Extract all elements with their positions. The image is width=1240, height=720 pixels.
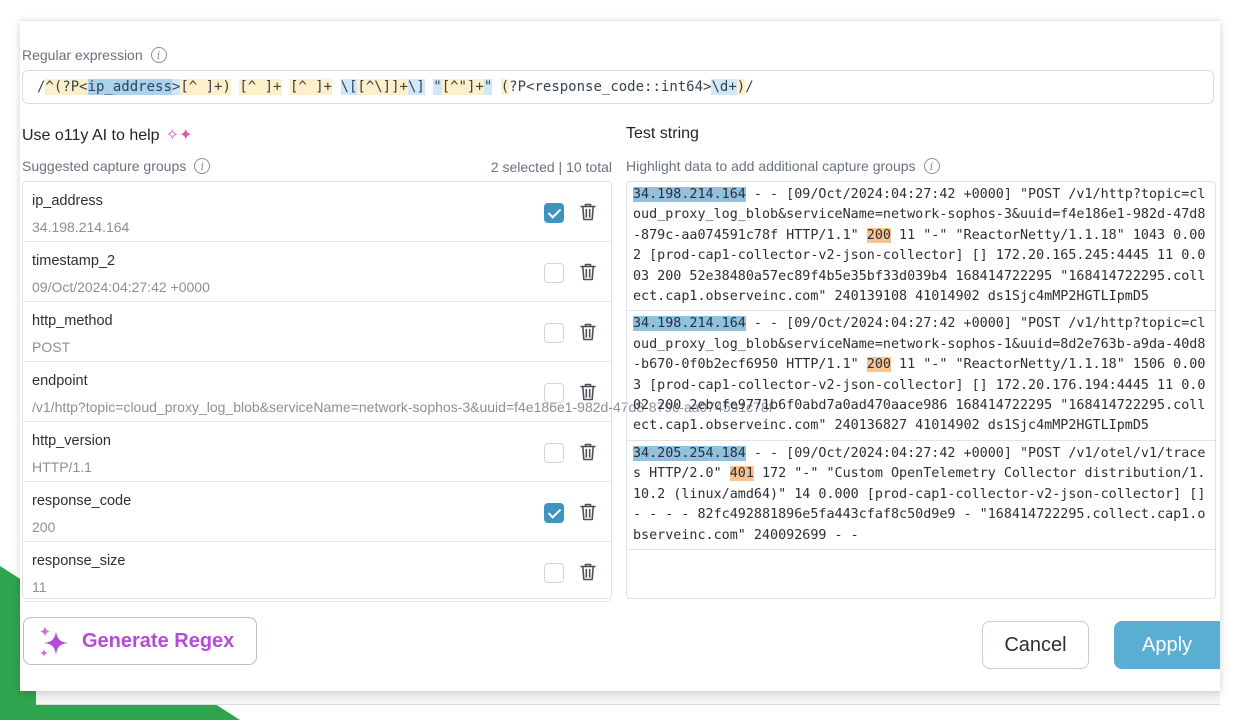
trash-icon[interactable] xyxy=(579,562,597,582)
trash-icon[interactable] xyxy=(579,502,597,522)
capture-group-checkbox[interactable] xyxy=(544,563,564,583)
capture-group-name: response_size xyxy=(32,553,126,569)
trash-icon[interactable] xyxy=(579,262,597,282)
capture-group-name: response_code xyxy=(32,493,132,509)
regex-token: [^"]+ xyxy=(441,79,484,95)
underlying-panel-edge xyxy=(36,690,1220,705)
suggested-groups-label: Suggested capture groups xyxy=(22,158,187,174)
regex-label-row: Regular expression i xyxy=(22,47,167,63)
trash-icon[interactable] xyxy=(579,202,597,222)
response-code-highlight: 401 xyxy=(729,466,754,482)
regex-token xyxy=(282,79,290,95)
capture-group-row[interactable]: timestamp_2 09/Oct/2024:04:27:42 +0000 xyxy=(23,242,611,302)
trash-icon[interactable] xyxy=(579,442,597,462)
capture-group-name: ip_address xyxy=(32,193,103,209)
capture-group-value: /v1/http?topic=cloud_proxy_log_blob&serv… xyxy=(32,399,773,415)
regex-extract-dialog: Regular expression i /^(?P<ip_address>[^… xyxy=(20,20,1220,691)
regex-token xyxy=(332,79,340,95)
ip-highlight: 34.198.214.164 xyxy=(633,316,746,332)
capture-group-list[interactable]: ip_address 34.198.214.164 timestamp_2 09/Oc… xyxy=(22,181,773,602)
trash-icon[interactable] xyxy=(579,382,597,402)
capture-group-name: endpoint xyxy=(32,373,88,389)
sparkle-icon: ✧✦ xyxy=(165,127,193,144)
capture-group-value: 200 xyxy=(32,519,56,535)
response-code-highlight: 200 xyxy=(866,227,891,243)
info-icon[interactable]: i xyxy=(923,158,940,174)
capture-group-checkbox[interactable] xyxy=(544,323,564,343)
log-entry[interactable]: 34.198.214.164 - - [09/Oct/2024:04:27:42… xyxy=(627,182,1215,312)
regex-token: > xyxy=(171,79,181,95)
capture-group-value: HTTP/1.1 xyxy=(32,459,92,475)
apply-button[interactable]: Apply xyxy=(1114,621,1220,669)
regex-token: ( xyxy=(500,79,510,95)
log-text: - - [09/Oct/2024:04:27:42 +0000] "POST /… xyxy=(633,445,1206,482)
regex-token: " xyxy=(483,79,493,95)
capture-group-value: 11 xyxy=(32,579,47,595)
sparkle-icon xyxy=(40,626,68,657)
regex-token xyxy=(492,79,500,95)
regex-token: ?P<response_code::int64> xyxy=(509,79,712,95)
response-code-highlight: 200 xyxy=(866,357,891,373)
regex-token: " xyxy=(433,79,442,95)
regex-token: ) xyxy=(736,79,746,95)
regex-label: Regular expression xyxy=(22,47,143,63)
capture-group-row[interactable]: response_code 200 xyxy=(23,482,611,542)
regex-token: \d+ xyxy=(711,79,737,95)
log-entry[interactable]: 34.198.214.164 - - [09/Oct/2024:04:27:42… xyxy=(627,311,1215,441)
capture-group-name: http_method xyxy=(32,313,113,329)
capture-group-name: timestamp_2 xyxy=(32,253,116,269)
trash-icon[interactable] xyxy=(579,322,597,342)
ip-highlight: 34.198.214.164 xyxy=(633,187,746,202)
capture-group-row[interactable]: endpoint/v1/http?topic=cloud_proxy_log_b… xyxy=(23,362,773,422)
ip-highlight: 34.205.254.184 xyxy=(633,445,746,461)
generate-regex-button[interactable]: Generate Regex xyxy=(23,617,257,665)
capture-group-checkbox[interactable] xyxy=(544,503,564,523)
highlight-label: Highlight data to add additional capture… xyxy=(626,158,916,174)
regex-token: [^ ]+ xyxy=(289,79,333,95)
test-string-title: Test string xyxy=(626,125,699,142)
log-text: - - [09/Oct/2024:04:27:42 +0000] "POST /… xyxy=(633,316,1206,373)
capture-group-checkbox[interactable] xyxy=(544,383,564,403)
capture-group-checkbox[interactable] xyxy=(544,203,564,223)
log-text: 172 "-" "Custom OpenTelemetry Collector … xyxy=(633,466,1206,543)
regex-input[interactable]: /^(?P<ip_address>[^ ]+) [^ ]+ [^ ]+ \[[^… xyxy=(22,70,1214,104)
regex-token: [^\]]+ xyxy=(357,79,408,95)
suggested-groups-label-row: Suggested capture groups i xyxy=(22,158,211,174)
capture-group-value: 34.198.214.164 xyxy=(32,219,130,235)
capture-group-checkbox[interactable] xyxy=(544,443,564,463)
info-icon[interactable]: i xyxy=(150,47,167,63)
regex-token: / xyxy=(37,79,46,95)
test-string-area[interactable]: 34.198.214.164 - - [09/Oct/2024:04:27:42… xyxy=(626,181,1216,599)
capture-group-value: 09/Oct/2024:04:27:42 +0000 xyxy=(32,279,210,295)
ai-help-title: Use o11y AI to help✧✦ xyxy=(22,127,193,144)
capture-group-row[interactable]: ip_address 34.198.214.164 xyxy=(23,182,611,242)
log-text: - - [09/Oct/2024:04:27:42 +0000] "POST /… xyxy=(633,187,1206,243)
capture-group-row[interactable]: response_size 11 xyxy=(23,542,611,602)
log-entry[interactable]: 34.205.254.184 - - [09/Oct/2024:04:27:42… xyxy=(627,441,1215,550)
regex-token: [^ ]+ xyxy=(239,79,282,95)
regex-token: / xyxy=(745,79,754,95)
regex-token: ^(?P< xyxy=(45,79,88,95)
capture-group-name: http_version xyxy=(32,433,111,449)
capture-group-value: POST xyxy=(32,339,71,355)
log-text: 11 "-" "ReactorNetty/1.1.18" 1043 0.002 … xyxy=(633,227,1206,305)
log-text: 11 "-" "ReactorNetty/1.1.18" 1506 0.003 … xyxy=(633,357,1206,434)
info-icon[interactable]: i xyxy=(194,158,211,174)
generate-regex-label: Generate Regex xyxy=(82,629,235,652)
highlight-label-row: Highlight data to add additional capture… xyxy=(626,158,940,174)
regex-token: \] xyxy=(407,79,425,95)
regex-token: ip_address xyxy=(87,79,172,95)
regex-token xyxy=(425,79,433,95)
capture-group-checkbox[interactable] xyxy=(544,263,564,283)
regex-token: [^ ]+) xyxy=(180,79,231,95)
regex-token: \[ xyxy=(340,79,358,95)
selection-count: 2 selected | 10 total xyxy=(490,159,612,175)
cancel-button[interactable]: Cancel xyxy=(982,621,1089,669)
